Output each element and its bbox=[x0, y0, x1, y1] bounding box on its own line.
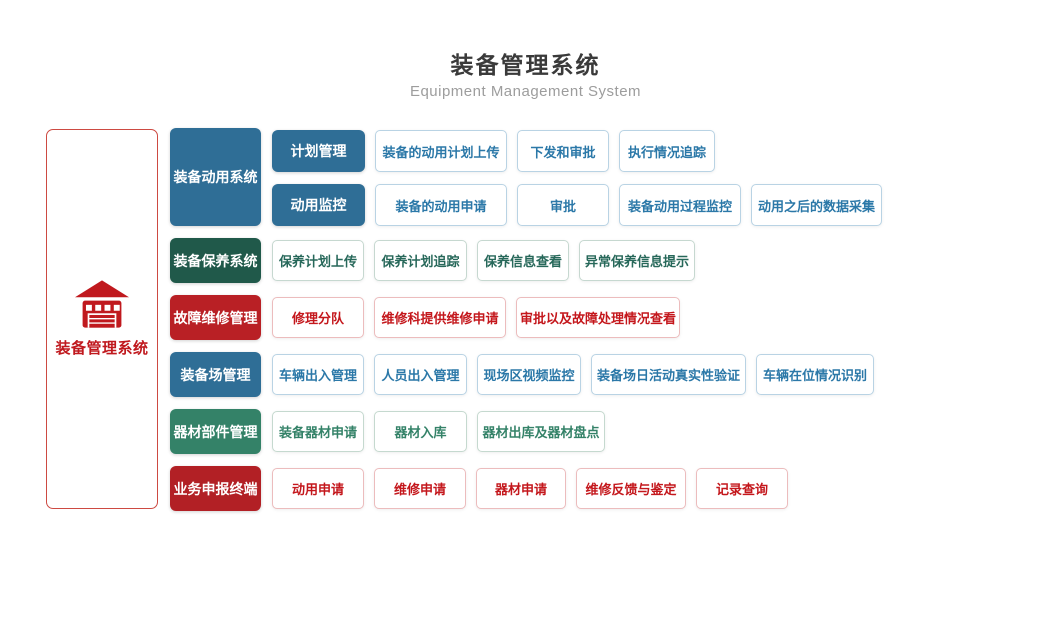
node-repair: 审批以及故障处理情况查看 bbox=[516, 297, 680, 338]
node-depot: 车辆在位情况识别 bbox=[756, 354, 874, 395]
subcategory-mobilization-1: 动用监控 bbox=[272, 184, 365, 226]
node-repair: 修理分队 bbox=[272, 297, 364, 338]
node-materiel: 器材出库及器材盘点 bbox=[477, 411, 605, 452]
section-row-maintenance: 装备保养系统保养计划上传保养计划追踪保养信息查看异常保养信息提示 bbox=[170, 238, 892, 283]
section-row-repair: 故障维修管理修理分队维修科提供维修申请审批以及故障处理情况查看 bbox=[170, 295, 892, 340]
node-depot: 装备场日活动真实性验证 bbox=[591, 354, 746, 395]
section-row-depot: 装备场管理车辆出入管理人员出入管理现场区视频监控装备场日活动真实性验证车辆在位情… bbox=[170, 352, 892, 397]
subgroups-mobilization: 计划管理装备的动用计划上传下发和审批执行情况追踪动用监控装备的动用申请审批装备动… bbox=[272, 128, 892, 226]
subcategory-mobilization-0: 计划管理 bbox=[272, 130, 365, 172]
root-node: 装备管理系统 bbox=[46, 129, 158, 509]
category-depot: 装备场管理 bbox=[170, 352, 261, 397]
node-mobilization: 动用之后的数据采集 bbox=[751, 184, 882, 226]
page-subtitle: Equipment Management System bbox=[409, 83, 642, 100]
node-mobilization: 装备的动用申请 bbox=[375, 184, 507, 226]
node-depot: 现场区视频监控 bbox=[477, 354, 581, 395]
node-reporting: 动用申请 bbox=[272, 468, 364, 509]
category-materiel: 器材部件管理 bbox=[170, 409, 261, 454]
garage-icon bbox=[75, 280, 129, 328]
node-mobilization: 装备的动用计划上传 bbox=[375, 130, 507, 172]
sections-container: 装备动用系统计划管理装备的动用计划上传下发和审批执行情况追踪动用监控装备的动用申… bbox=[170, 128, 892, 523]
node-reporting: 记录查询 bbox=[696, 468, 788, 509]
node-depot: 车辆出入管理 bbox=[272, 354, 364, 395]
page-title: 装备管理系统 bbox=[450, 52, 601, 78]
category-mobilization: 装备动用系统 bbox=[170, 128, 261, 226]
node-maintenance: 保养计划上传 bbox=[272, 240, 364, 281]
section-row-mobilization: 装备动用系统计划管理装备的动用计划上传下发和审批执行情况追踪动用监控装备的动用申… bbox=[170, 128, 892, 226]
category-reporting: 业务申报终端 bbox=[170, 466, 261, 511]
node-mobilization: 执行情况追踪 bbox=[619, 130, 715, 172]
node-reporting: 维修反馈与鉴定 bbox=[576, 468, 686, 509]
category-repair: 故障维修管理 bbox=[170, 295, 261, 340]
subgroup-row-mobilization-1: 动用监控装备的动用申请审批装备动用过程监控动用之后的数据采集 bbox=[272, 184, 892, 226]
root-node-label: 装备管理系统 bbox=[55, 340, 149, 357]
node-maintenance: 异常保养信息提示 bbox=[579, 240, 695, 281]
section-row-reporting: 业务申报终端动用申请维修申请器材申请维修反馈与鉴定记录查询 bbox=[170, 466, 892, 511]
node-mobilization: 装备动用过程监控 bbox=[619, 184, 741, 226]
node-mobilization: 审批 bbox=[517, 184, 609, 226]
node-depot: 人员出入管理 bbox=[374, 354, 467, 395]
node-reporting: 维修申请 bbox=[374, 468, 466, 509]
node-maintenance: 保养信息查看 bbox=[477, 240, 569, 281]
section-row-materiel: 器材部件管理装备器材申请器材入库器材出库及器材盘点 bbox=[170, 409, 892, 454]
node-materiel: 器材入库 bbox=[374, 411, 467, 452]
category-maintenance: 装备保养系统 bbox=[170, 238, 261, 283]
node-reporting: 器材申请 bbox=[476, 468, 566, 509]
node-mobilization: 下发和审批 bbox=[517, 130, 609, 172]
subgroup-row-mobilization-0: 计划管理装备的动用计划上传下发和审批执行情况追踪 bbox=[272, 130, 892, 172]
node-repair: 维修科提供维修申请 bbox=[374, 297, 506, 338]
node-maintenance: 保养计划追踪 bbox=[374, 240, 467, 281]
node-materiel: 装备器材申请 bbox=[272, 411, 364, 452]
